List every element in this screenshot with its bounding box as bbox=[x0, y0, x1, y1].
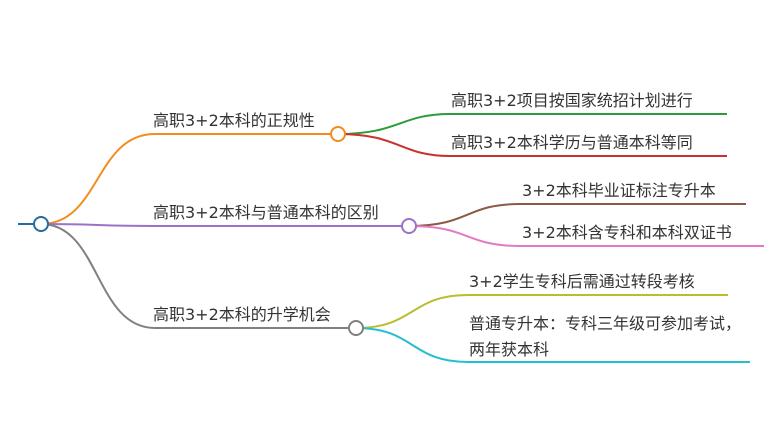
leaf-3-2-label: 普通专升本：专科三年级可参加考试，两年获本科 bbox=[469, 314, 742, 359]
leaf-1-1-connector bbox=[337, 113, 727, 135]
leaf-1-2-connector bbox=[337, 133, 727, 157]
leaf-2-2-connector bbox=[408, 225, 764, 247]
leaf-3-1-connector bbox=[355, 294, 728, 329]
leaf-1-2-label: 高职3+2本科学历与普通本科等同 bbox=[451, 133, 693, 152]
leaf-2-1-connector bbox=[408, 203, 746, 227]
branch-3-connector bbox=[40, 223, 356, 329]
branch-3-node[interactable] bbox=[348, 320, 364, 336]
leaf-3-1-label: 3+2学生专科后需通过转段考核 bbox=[469, 272, 695, 291]
leaf-2-1-label: 3+2本科毕业证标注专升本 bbox=[522, 181, 716, 200]
branch-2-node[interactable] bbox=[401, 218, 417, 234]
branch-2-connector bbox=[40, 223, 409, 227]
branch-1-node[interactable] bbox=[330, 126, 346, 142]
branch-1-label: 高职3+2本科的正规性 bbox=[153, 111, 315, 130]
branch-3-label: 高职3+2本科的升学机会 bbox=[153, 305, 331, 324]
leaf-2-2-label: 3+2本科含专科和本科双证书 bbox=[522, 223, 732, 242]
branch-2-label: 高职3+2本科与普通本科的区别 bbox=[153, 203, 379, 222]
root-node[interactable] bbox=[33, 216, 49, 232]
leaf-3-2-connector bbox=[355, 327, 750, 363]
branch-1-connector bbox=[40, 133, 338, 225]
leaf-1-1-label: 高职3+2项目按国家统招计划进行 bbox=[451, 91, 693, 110]
